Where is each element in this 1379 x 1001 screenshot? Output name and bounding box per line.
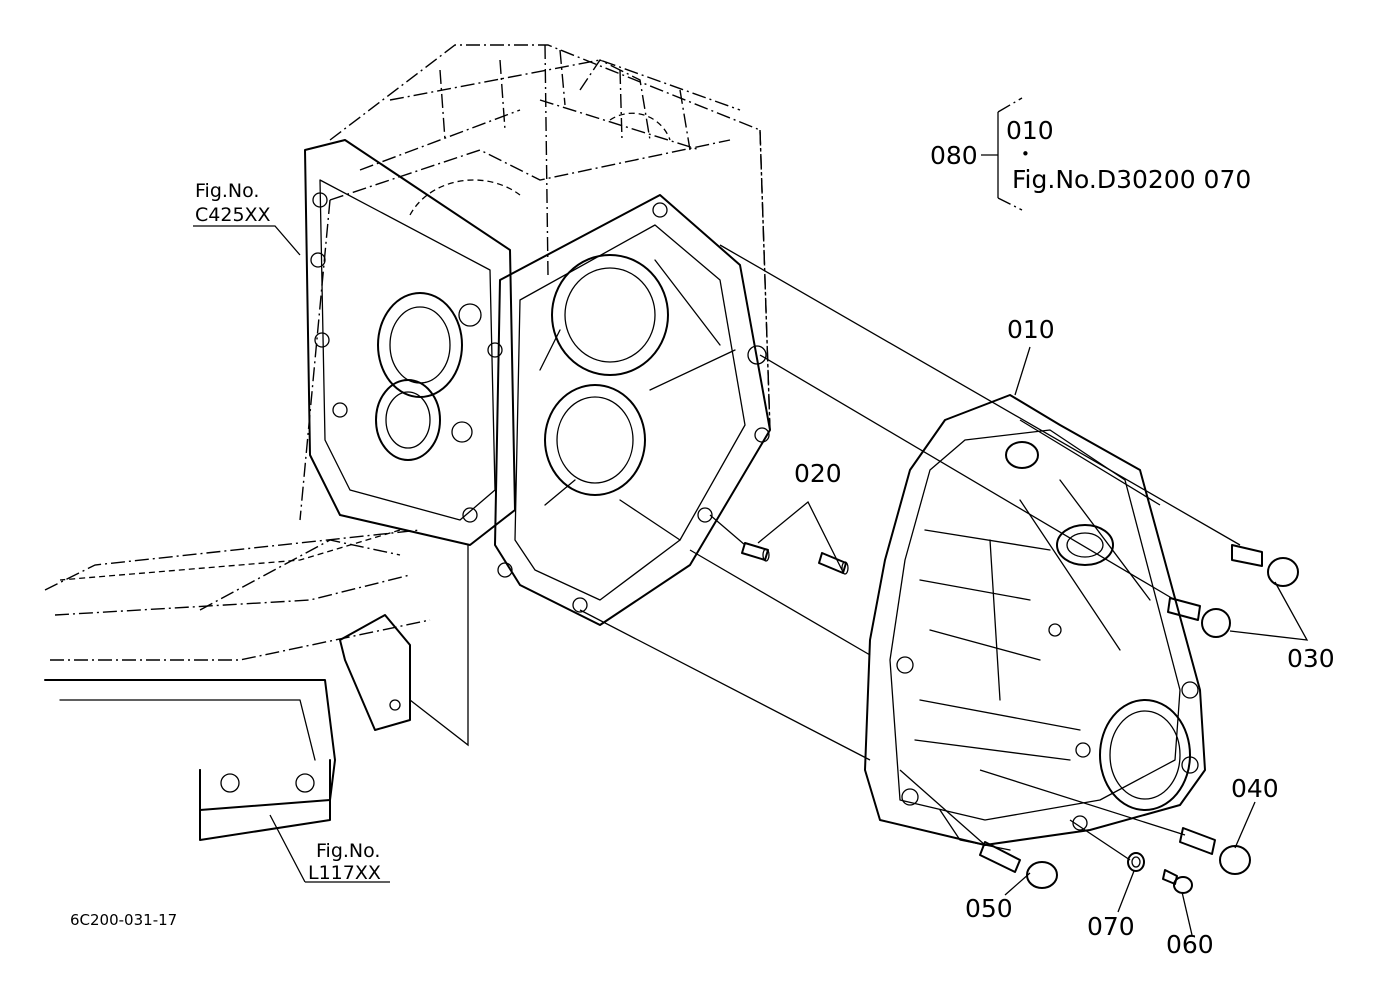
figure-ref-upper: Fig.No. C425XX (195, 180, 271, 226)
figure-ref-upper-line1: Fig.No. (195, 180, 259, 202)
callout-020: 020 (794, 459, 842, 488)
figure-ref-upper-line2: C425XX (195, 204, 271, 226)
kit-number: 080 (930, 141, 978, 170)
callout-070: 070 (1087, 912, 1135, 941)
kit-separator: • (1021, 145, 1030, 163)
callout-leaders (193, 97, 1309, 936)
callout-050: 050 (965, 894, 1013, 923)
callout-060: 060 (1166, 930, 1214, 959)
figure-ref-lower: Fig.No. L117XX (308, 840, 381, 884)
bolts (979, 544, 1299, 894)
figure-ref-lower-line1: Fig.No. (316, 840, 380, 862)
oil-pan-bracket (44, 529, 469, 841)
transmission-case (59, 44, 771, 626)
clutch-housing (864, 394, 1206, 851)
kit-line-1: 010 (1006, 116, 1054, 145)
dowel-pins (741, 542, 849, 575)
callout-030: 030 (1287, 644, 1335, 673)
callout-040: 040 (1231, 774, 1279, 803)
drawing-code: 6C200-031-17 (70, 911, 177, 929)
callout-010: 010 (1007, 315, 1055, 344)
kit-line-2: Fig.No.D30200 070 (1012, 165, 1251, 194)
figure-ref-lower-line2: L117XX (308, 862, 381, 884)
kit-legend: 080 010 • Fig.No.D30200 070 (930, 116, 1251, 194)
assembly-lines (579, 244, 1241, 861)
